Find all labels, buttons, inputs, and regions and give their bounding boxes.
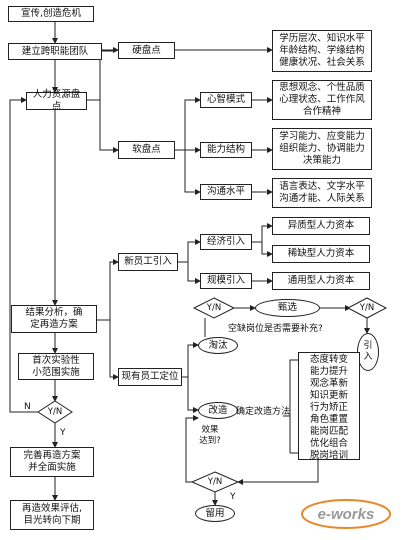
vacancy-question: 空缺岗位是否需要补充?: [228, 324, 323, 334]
method-item: 知识更新: [309, 390, 348, 401]
communication-box: 沟通水平: [200, 184, 252, 200]
right-decision-label: Y/N: [359, 303, 375, 313]
hr-inventory-box: 人力资源盘点: [26, 89, 87, 112]
introduce-label: 引入: [363, 341, 373, 362]
propaganda-box: 宣传,创造危机: [8, 6, 94, 22]
left-y-label: Y: [60, 428, 66, 438]
eliminate-ellipse: 淘汰: [198, 337, 238, 354]
reform-ellipse: 改造: [198, 402, 238, 419]
mental-model-box: 心智模式: [200, 92, 252, 108]
scale-intro-box: 规模引入: [200, 273, 252, 289]
ability-structure-detail: 学习能力、应变能力 组织能力、协调能力 决策能力: [272, 128, 372, 170]
bottom-y-label: Y: [230, 492, 236, 502]
new-staff-box: 新员工引入: [118, 253, 178, 271]
soft-inventory-box: 软盘点: [118, 141, 175, 159]
existing-staff-box: 现有员工定位: [118, 368, 182, 386]
economic-intro-box: 经济引入: [200, 234, 252, 250]
method-item: 行为矫正: [309, 402, 348, 413]
analysis-box: 结果分析，确 定再造方案: [11, 305, 97, 333]
left-n-label: N: [24, 402, 31, 412]
hard-inventory-detail: 学历层次、知识水平 年龄结构、学缘结构 健康状况、社会关系: [272, 30, 372, 72]
full-implementation-box: 完善再造方案 并全面实施: [10, 447, 94, 477]
method-item: 优化组合: [309, 438, 348, 449]
mental-model-detail: 思想观念、个性品质 心理状态、工作作风 合作精神: [272, 80, 372, 120]
ability-structure-box: 能力结构: [200, 142, 252, 158]
method-list: 态度转变 能力提升 观念革新 知识更新 行为矫正 角色重置 能岗匹配 优化组合 …: [298, 352, 360, 461]
method-label: 确定改造方法: [236, 407, 291, 417]
method-item: 脱岗培训: [309, 450, 348, 461]
build-team-box: 建立跨职能团队: [8, 43, 102, 60]
eworks-logo-icon: e-works: [301, 499, 391, 529]
top-decision-label: Y/N: [206, 303, 222, 313]
effect-question: 效果达到?: [199, 425, 221, 446]
communication-detail: 语言表达、文字水平 沟通才能、人际关系: [272, 178, 372, 208]
method-item: 能岗匹配: [309, 426, 348, 437]
introduce-ellipse: 引入: [357, 333, 379, 371]
hard-inventory-box: 硬盘点: [118, 42, 175, 59]
general-capital-box: 通用型人力资本: [272, 272, 370, 290]
method-item: 能力提升: [309, 366, 348, 377]
evaluation-box: 再造效果评估, 目光转向下期: [10, 500, 94, 530]
retain-ellipse: 留用: [195, 505, 235, 522]
scarce-capital-box: 稀缺型人力资本: [272, 245, 370, 263]
method-item: 角色重置: [309, 414, 348, 425]
heterogeneous-capital-box: 异质型人力资本: [272, 217, 370, 235]
bottom-decision-label: Y/N: [207, 477, 223, 487]
svg-text:e-works: e-works: [318, 506, 375, 523]
select-ellipse: 甄选: [255, 299, 320, 317]
left-decision-label: Y/N: [47, 407, 63, 417]
method-item: 观念革新: [309, 378, 348, 389]
pilot-box: 首次实验性 小范围实施: [18, 353, 94, 380]
method-item: 态度转变: [309, 354, 348, 365]
